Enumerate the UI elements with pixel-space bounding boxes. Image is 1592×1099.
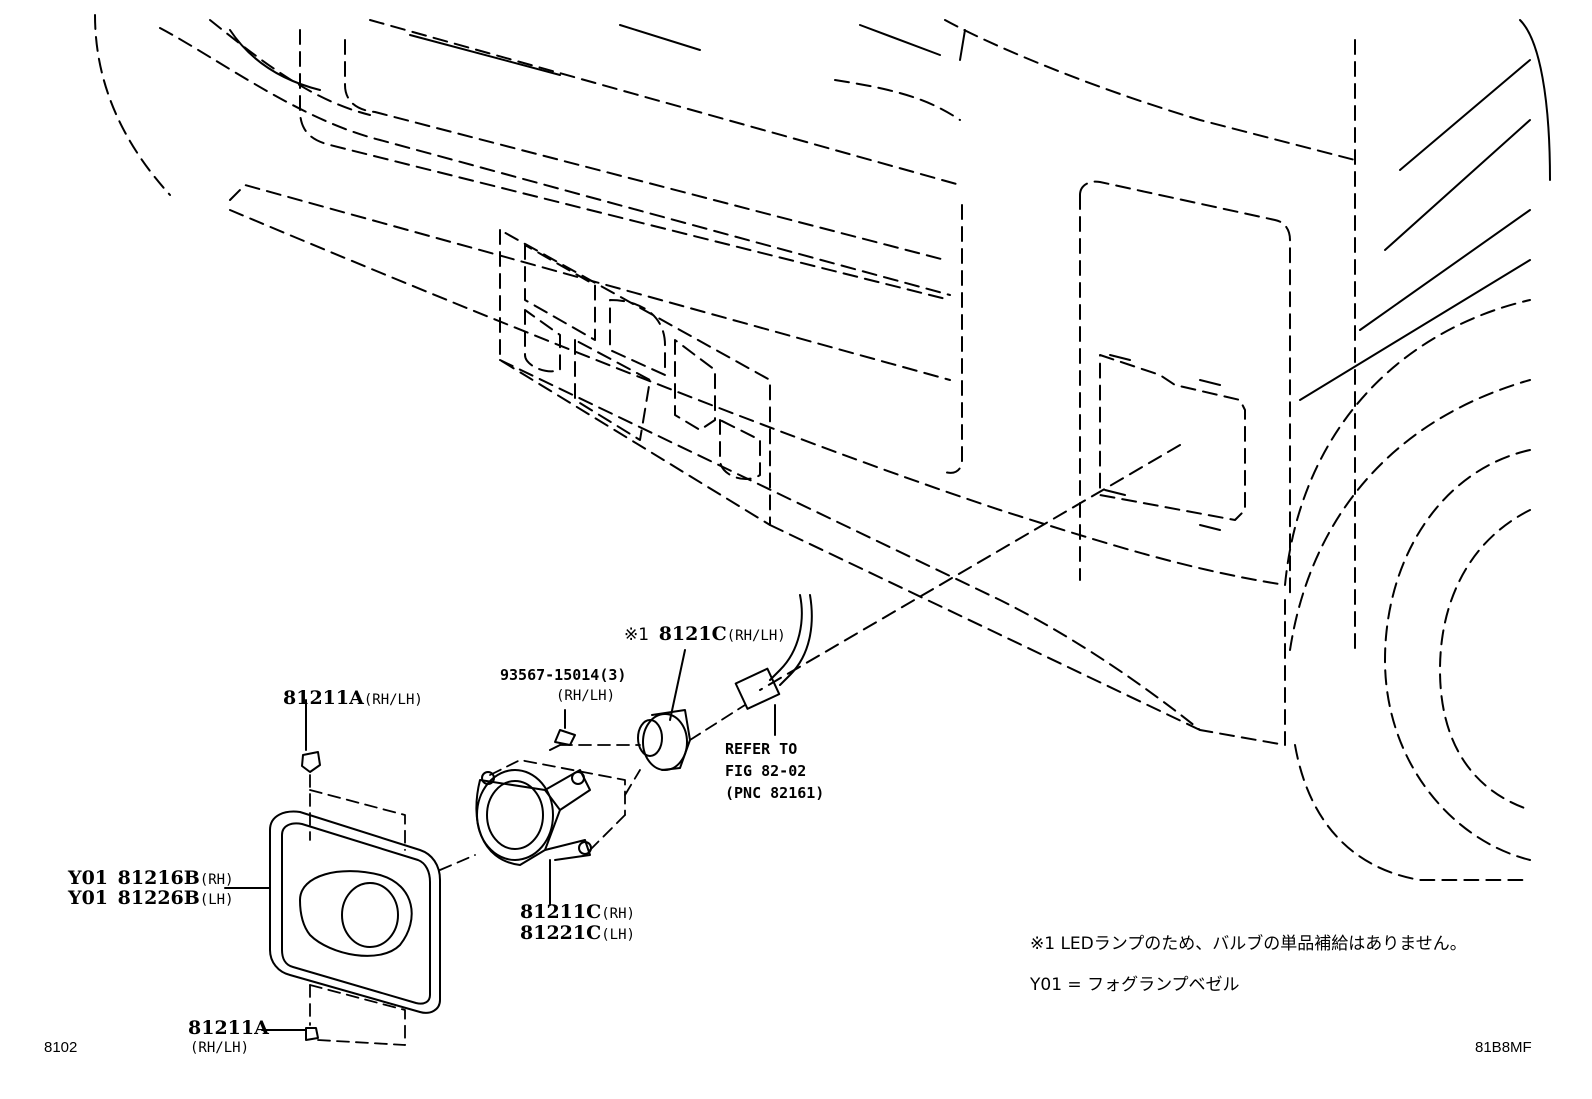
note-led-bulb: ※1 LEDランプのため、バルブの単品補給はありません。 bbox=[1030, 934, 1467, 954]
label-clip-top: 81211A(RH/LH) bbox=[283, 689, 423, 708]
assembly-lines bbox=[309, 704, 746, 1046]
refer-line-3: (PNC 82161) bbox=[725, 784, 825, 802]
vehicle-body-outline bbox=[94, 14, 1531, 881]
note-y01-definition: Y01 = フォグランプベゼル bbox=[1030, 975, 1240, 995]
part-number: 93567-15014(3) bbox=[500, 666, 627, 684]
drawing-code: 81B8MF bbox=[1475, 1039, 1532, 1056]
part-prefix: Y01 bbox=[68, 887, 109, 909]
clip-bottom-drawing bbox=[261, 1027, 319, 1041]
note-marker: ※1 bbox=[624, 625, 650, 645]
bezel-drawing bbox=[224, 810, 441, 1014]
part-side: (LH) bbox=[601, 927, 635, 943]
part-number: 81211C bbox=[520, 901, 602, 923]
part-side: (RH/LH) bbox=[726, 628, 786, 644]
screw-drawing bbox=[549, 709, 576, 751]
label-clip-bottom-side: (RH/LH) bbox=[190, 1040, 250, 1056]
label-bulb: ※1 8121C(RH/LH) bbox=[624, 625, 786, 644]
part-number: 81216B bbox=[117, 867, 200, 889]
part-number: 81221C bbox=[520, 922, 602, 944]
part-number: 81226B bbox=[117, 887, 200, 909]
refer-line-1: REFER TO bbox=[725, 740, 798, 758]
label-lamp-lh: 81221C(LH) bbox=[520, 924, 635, 943]
part-side: (RH/LH) bbox=[363, 692, 423, 708]
label-lamp-rh: 81211C(RH) bbox=[520, 903, 635, 922]
label-bezel-lh: Y01 81226B(LH) bbox=[68, 889, 234, 908]
part-side: (RH) bbox=[199, 872, 234, 888]
label-screw: 93567-15014(3) bbox=[500, 667, 626, 683]
part-number: 81211A bbox=[283, 687, 364, 709]
refer-line-2: FIG 82-02 bbox=[725, 762, 807, 780]
vehicle-solid-lines bbox=[229, 19, 1551, 531]
clip-top-drawing bbox=[301, 699, 321, 773]
part-prefix: Y01 bbox=[68, 867, 109, 889]
label-clip-bottom: 81211A bbox=[188, 1017, 269, 1039]
wire-harness bbox=[734, 594, 813, 736]
fog-lamp-housing bbox=[475, 769, 592, 906]
label-screw-side: (RH/LH) bbox=[556, 688, 616, 704]
part-number: 8121C bbox=[658, 623, 727, 645]
part-side: (LH) bbox=[199, 892, 234, 908]
figure-number: 8102 bbox=[44, 1039, 78, 1056]
part-side: (RH) bbox=[601, 906, 635, 922]
bulb-drawing bbox=[637, 649, 691, 771]
label-bezel-rh: Y01 81216B(RH) bbox=[68, 869, 234, 888]
